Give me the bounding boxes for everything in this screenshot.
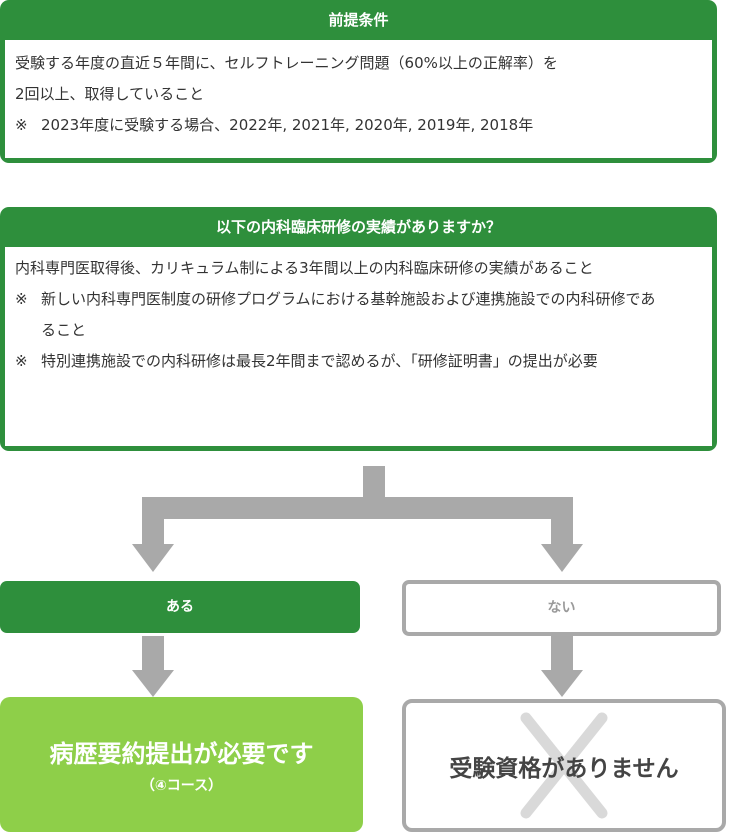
question-box: 以下の内科臨床研修の実績がありますか？ 内科専門医取得後、カリキュラム制による3… bbox=[0, 207, 717, 451]
prerequisite-box: 前提条件 受験する年度の直近５年間に、セルフトレーニング問題（60%以上の正解率… bbox=[0, 0, 717, 163]
yes-arrow-stem bbox=[142, 636, 164, 672]
question-line: 内科専門医取得後、カリキュラム制による3年間以上の内科臨床研修の実績があること bbox=[15, 259, 594, 277]
answer-no-box: ない bbox=[402, 580, 721, 636]
note-mark: ※ bbox=[15, 116, 28, 134]
prerequisite-body: 受験する年度の直近５年間に、セルフトレーニング問題（60%以上の正解率）を 2回… bbox=[5, 40, 712, 158]
answer-yes-box: ある bbox=[0, 581, 360, 633]
cross-icon bbox=[520, 712, 608, 819]
prerequisite-header: 前提条件 bbox=[328, 11, 389, 29]
question-note-2-text: 特別連携施設での内科研修は最長2年間まで認めるが、「研修証明書」の提出が必要 bbox=[41, 352, 598, 370]
question-note-1-text: 新しい内科専門医制度の研修プログラムにおける基幹施設および連携施設での内科研修で… bbox=[41, 290, 656, 339]
result-yes-box: 病歴要約提出が必要です （④コース） bbox=[0, 697, 363, 832]
result-no-box: 受験資格がありません bbox=[402, 699, 726, 832]
down-arrow-icon bbox=[132, 544, 174, 572]
split-bar bbox=[142, 497, 573, 519]
right-branch-stem bbox=[551, 508, 573, 546]
down-arrow-icon bbox=[541, 544, 583, 572]
down-arrow-icon bbox=[132, 670, 174, 697]
prerequisite-line-2: 2回以上、取得していること bbox=[15, 85, 205, 103]
question-header: 以下の内科臨床研修の実績がありますか？ bbox=[215, 218, 501, 236]
question-note-1: ※ 新しい内科専門医制度の研修プログラムにおける基幹施設および連携施設での内科研… bbox=[15, 284, 702, 346]
note-mark: ※ bbox=[15, 290, 28, 308]
question-body: 内科専門医取得後、カリキュラム制による3年間以上の内科臨床研修の実績があること … bbox=[5, 247, 712, 446]
answer-yes-label: ある bbox=[166, 599, 194, 615]
result-yes-sub: （④コース） bbox=[140, 778, 223, 794]
prerequisite-line-1: 受験する年度の直近５年間に、セルフトレーニング問題（60%以上の正解率）を bbox=[15, 54, 558, 72]
result-yes-main: 病歴要約提出が必要です bbox=[49, 740, 314, 768]
prerequisite-note: ※ 2023年度に受験する場合、2022年, 2021年, 2020年, 201… bbox=[15, 110, 702, 141]
answer-no-label: ない bbox=[547, 600, 576, 616]
no-arrow-stem bbox=[551, 636, 573, 672]
left-branch-stem bbox=[142, 508, 164, 546]
prerequisite-note-text: 2023年度に受験する場合、2022年, 2021年, 2020年, 2019年… bbox=[41, 116, 534, 134]
note-mark: ※ bbox=[15, 352, 28, 370]
question-note-2: ※ 特別連携施設での内科研修は最長2年間まで認めるが、「研修証明書」の提出が必要 bbox=[15, 346, 702, 377]
down-arrow-icon bbox=[541, 670, 583, 697]
result-no-main: 受験資格がありません bbox=[449, 755, 679, 782]
